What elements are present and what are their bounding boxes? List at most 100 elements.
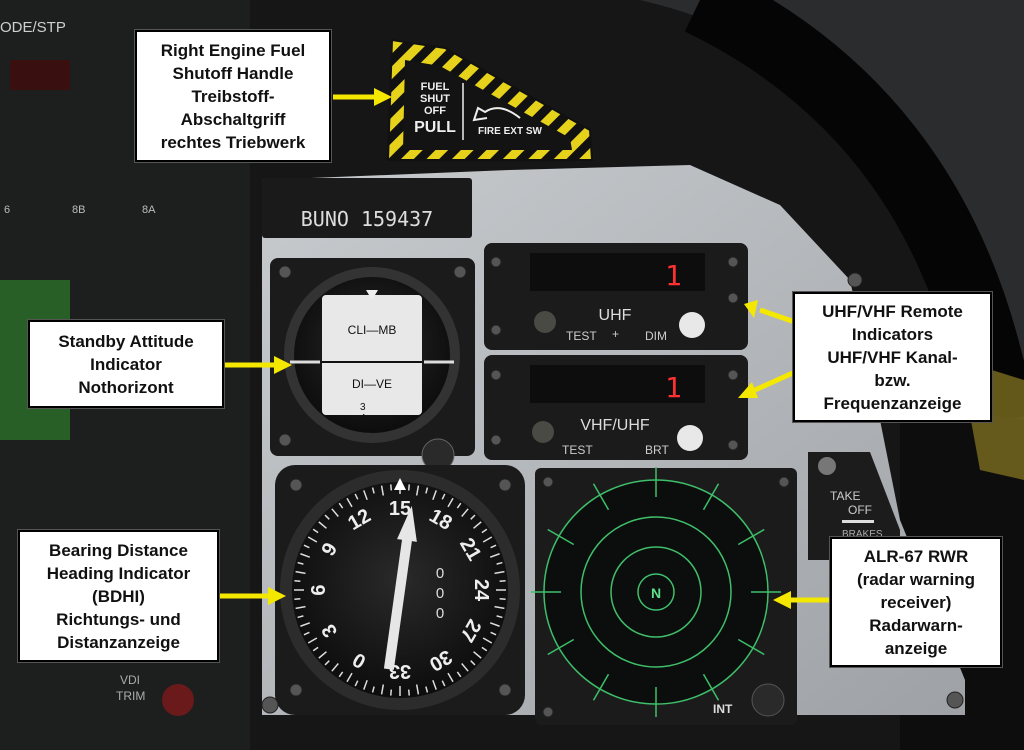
bdhi-tick	[441, 680, 446, 687]
bdhi-tick	[363, 679, 368, 690]
bdhi-tick	[415, 684, 420, 695]
adi-pitch-4: 4	[360, 413, 366, 424]
bdhi-tick	[300, 622, 311, 627]
bdhi-tick	[307, 536, 318, 543]
button-8b-label: 8B	[72, 204, 85, 216]
bdhi-tick	[346, 497, 353, 508]
callout-line: Shutoff Handle	[172, 63, 294, 83]
uhf-dim-knob[interactable]	[679, 312, 705, 338]
rwr-tick	[702, 673, 720, 701]
bdhi-tick	[324, 514, 330, 520]
bdhi-tick	[461, 508, 469, 517]
callout-arrows	[217, 88, 830, 609]
brakes-label: BRAKES	[842, 529, 883, 540]
rwr-tick	[592, 483, 610, 511]
callout-uhf-vhf: UHF/VHF Remote Indicators UHF/VHF Kanal-…	[793, 292, 992, 422]
bdhi-tick	[297, 561, 304, 565]
bdhi-tick	[312, 646, 319, 652]
off-label: OFF	[848, 503, 872, 517]
bdhi-tick	[307, 637, 318, 644]
standby-attitude-indicator: CLI—MB DI—VE 3 4	[270, 258, 475, 472]
bdhi-tick	[380, 684, 385, 695]
button-8a-label: 8A	[142, 204, 156, 216]
lubber-line-icon	[394, 478, 406, 490]
bdhi-tick	[324, 660, 330, 666]
bdhi-tick	[432, 679, 437, 690]
bdhi-tick	[300, 553, 311, 558]
bdhi-tick	[425, 487, 429, 494]
pull-arrow-icon	[472, 106, 521, 122]
callout-line: Richtungs- und	[56, 609, 181, 629]
bdhi-tick	[494, 570, 505, 575]
vhf-remote-indicator: 1 VHF/UHF TEST BRT	[484, 355, 748, 460]
callout-line: Abschaltgriff	[180, 109, 286, 129]
bdhi-tick	[318, 521, 327, 529]
bdhi-tick	[499, 597, 506, 600]
bdhi-tick	[390, 484, 393, 491]
callout-line: (radar warning	[856, 569, 976, 589]
rwr-tick	[737, 528, 765, 546]
bdhi-tick	[481, 528, 488, 534]
bdhi-compass-label: 15	[389, 498, 411, 520]
bdhi-tick	[499, 580, 506, 583]
vhf-channel-display: 1	[665, 371, 682, 404]
uhf-label: UHF	[599, 307, 632, 324]
mode-stp-label: ODE/STP	[0, 19, 66, 36]
vhf-label: VHF/UHF	[580, 417, 650, 434]
bdhi-tick	[312, 528, 319, 534]
uhf-test-button[interactable]	[534, 311, 556, 333]
rwr-north-label: N	[651, 585, 661, 601]
uhf-test-label: TEST	[566, 329, 597, 343]
uhf-remote-indicator: 1 UHF TEST + DIM	[484, 243, 748, 350]
bdhi-tick	[432, 490, 437, 501]
uhf-dim-label: DIM	[645, 329, 667, 343]
callout-line: receiver)	[880, 592, 952, 612]
rwr-display: N INT	[531, 467, 797, 725]
bdhi-tick	[490, 544, 497, 549]
callout-line: Heading Indicator	[46, 563, 191, 583]
bdhi-tick	[425, 686, 429, 693]
callout-line: rechtes Triebwerk	[160, 132, 306, 152]
fuel-label: FUEL	[421, 81, 450, 93]
vdi-label: VDI	[120, 673, 140, 687]
bdhi-tick	[295, 605, 306, 610]
vhf-test-label: TEST	[562, 443, 593, 457]
rwr-int-knob[interactable]	[751, 683, 785, 717]
fire-ext-label: FIRE EXT SW	[478, 126, 542, 137]
off-label: OFF	[424, 105, 446, 117]
button-6-label: 6	[4, 204, 10, 216]
bdhi-distance-digit: 0	[436, 605, 444, 622]
bdhi-tick	[297, 615, 304, 619]
bdhi-tick	[473, 651, 482, 659]
bdhi-tick	[490, 631, 497, 636]
vhf-test-button[interactable]	[532, 421, 554, 443]
bdhi-tick	[303, 631, 310, 636]
bdhi-tick	[318, 651, 327, 659]
vhf-brt-knob[interactable]	[677, 425, 703, 451]
bdhi-tick	[456, 502, 462, 509]
bdhi-tick	[363, 490, 368, 501]
bdhi-tick	[496, 615, 503, 619]
bdhi-tick	[338, 671, 344, 678]
bdhi-tick	[294, 580, 301, 583]
bdhi-tick	[346, 672, 353, 683]
shut-label: SHUT	[420, 93, 450, 105]
fuel-shutoff-handle[interactable]: FUEL SHUT OFF PULL FIRE EXT SW	[386, 38, 594, 161]
bdhi-tick	[331, 508, 339, 517]
bdhi-tick	[331, 663, 339, 672]
bdhi-tick	[407, 484, 410, 491]
callout-line: Standby Attitude	[58, 331, 194, 351]
rwr-int-label: INT	[713, 702, 733, 716]
callout-line: Frequenzanzeige	[823, 393, 962, 413]
bdhi-compass-label: 6	[308, 584, 330, 595]
rwr-tick	[547, 528, 575, 546]
bdhi-tick	[407, 689, 410, 696]
bdhi-tick	[354, 680, 359, 687]
bdhi-tick	[481, 646, 488, 652]
bdhi-tick	[380, 485, 385, 496]
vdi-trim-knob[interactable]	[162, 684, 194, 716]
rwr-tick	[547, 638, 575, 656]
bdhi-tick	[390, 689, 393, 696]
callout-rwr: ALR-67 RWR (radar warning receiver) Rada…	[830, 537, 1002, 667]
